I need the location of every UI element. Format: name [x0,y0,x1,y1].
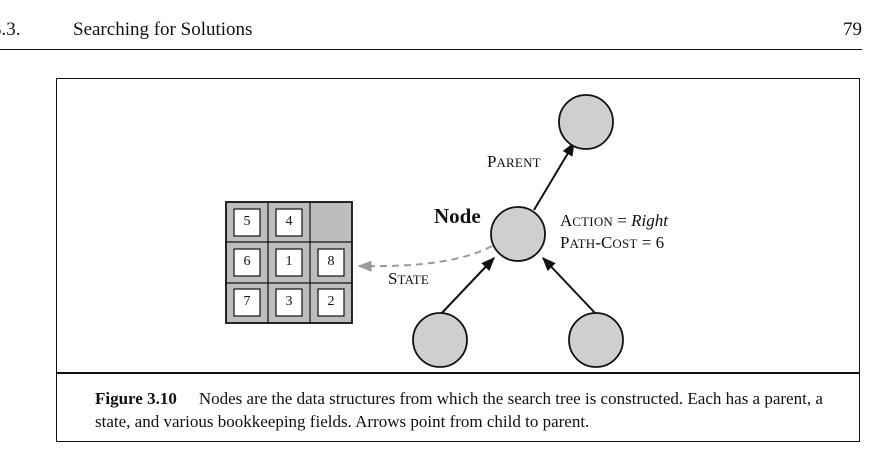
child-node-left [412,312,468,368]
puzzle-tile [233,248,261,277]
puzzle-tile [233,288,261,317]
section-number: 3.3. [0,19,21,40]
tile-value: 8 [327,254,335,269]
header-rule [0,49,862,50]
state-arrow [357,245,493,272]
path-cost-label: PATH-COST = 6 [560,233,665,252]
child-right-arrow [542,256,597,315]
child-left-arrow [438,256,495,317]
tile-value: 1 [285,254,293,269]
parent-node [558,94,614,150]
caption-text: Nodes are the data structures from which… [95,389,823,431]
state-label: STATE [388,269,429,288]
figure-frame [56,78,860,442]
parent-label: PARENT [487,152,541,171]
tile-value: 4 [285,214,293,229]
tile-value: 5 [243,214,251,229]
puzzle-state [225,201,353,324]
parent-arrow [533,141,575,211]
tile-value: 2 [327,294,335,309]
node-label: Node [434,204,481,228]
node-diagram [225,94,624,368]
current-node [490,206,546,262]
action-label: ACTION = Right [560,211,668,230]
section-title: Searching for Solutions [73,19,253,40]
tile-value: 7 [243,294,251,309]
page-number: 79 [843,19,862,40]
caption-label: Figure 3.10 [95,389,177,408]
puzzle-tile [317,248,345,277]
puzzle-tile [275,208,303,237]
child-node-right [568,312,624,368]
puzzle-tile [275,248,303,277]
tile-value: 3 [285,294,293,309]
caption-divider [56,372,860,374]
tile-value: 6 [243,254,251,269]
puzzle-tile [317,288,345,317]
puzzle-tile [233,208,261,237]
puzzle-tile [275,288,303,317]
running-head: 3.3. Searching for Solutions 79 [0,0,892,52]
